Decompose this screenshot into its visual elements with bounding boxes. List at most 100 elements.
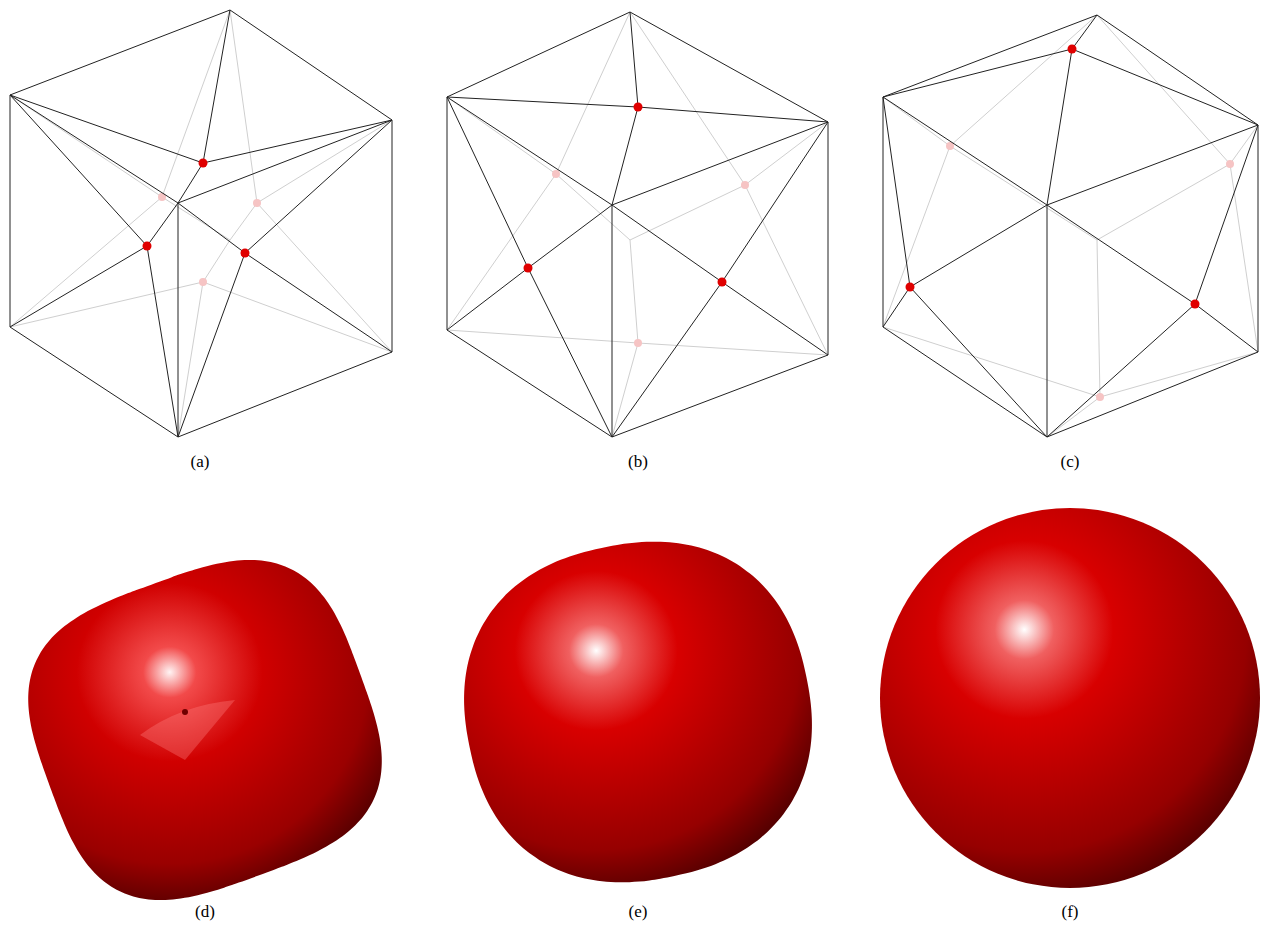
hidden-edge: [630, 12, 745, 185]
hidden-edge: [630, 240, 638, 343]
face-edge: [612, 205, 722, 282]
face-edge: [528, 205, 612, 268]
face-edge: [630, 12, 638, 107]
face-edge: [10, 95, 147, 246]
hidden-edge: [447, 174, 556, 330]
hidden-edge: [1047, 397, 1100, 437]
hidden-edge: [1097, 240, 1100, 397]
hidden-edge: [10, 95, 162, 197]
hidden-edge: [230, 203, 257, 240]
cube-edge: [178, 120, 392, 203]
face-edge: [1195, 304, 1258, 352]
hidden-edge: [745, 122, 828, 185]
face-vertex: [634, 103, 643, 112]
face-vertex: [906, 283, 915, 292]
face-edge: [1047, 205, 1195, 304]
hidden-edge: [1097, 15, 1230, 164]
cube-outline: [10, 10, 392, 437]
hidden-edge: [950, 146, 1097, 240]
panel-label: (b): [628, 452, 648, 472]
face-edge: [638, 107, 828, 122]
hidden-edge: [162, 10, 230, 197]
hidden-edge: [257, 120, 392, 203]
hidden-edge: [162, 197, 230, 240]
face-edge: [10, 246, 147, 327]
cube-edge: [883, 97, 1047, 205]
hidden-edge: [883, 146, 950, 327]
rounded-blob: [464, 542, 812, 883]
face-edge: [883, 287, 910, 327]
face-vertex: [241, 249, 250, 258]
hidden-edge: [203, 240, 230, 282]
panel-label: (c): [1061, 452, 1080, 472]
face-edge: [612, 282, 722, 437]
face-edge: [722, 122, 828, 282]
face-vertex: [718, 278, 727, 287]
hidden-edge: [178, 282, 203, 437]
face-edge: [1195, 125, 1258, 304]
panel-label: (a): [191, 452, 210, 472]
hidden-edge: [950, 15, 1097, 146]
sphere: [880, 508, 1260, 888]
face-vertex: [199, 159, 208, 168]
face-edge: [528, 268, 612, 437]
face-edge: [1072, 15, 1097, 49]
hidden-edge: [257, 203, 392, 352]
face-edge: [447, 268, 528, 330]
hidden-edge: [447, 97, 556, 174]
face-edge: [203, 10, 230, 163]
hidden-edge: [556, 12, 630, 174]
face-edge: [447, 97, 638, 107]
hidden-edge: [10, 197, 162, 327]
face-vertex: [524, 264, 533, 273]
panel-label: (f): [1062, 902, 1079, 922]
face-vertex: [1191, 300, 1200, 309]
face-vertex: [1068, 45, 1077, 54]
face-edge: [447, 97, 528, 268]
hidden-vertex: [1226, 160, 1234, 168]
face-edge: [147, 246, 178, 437]
cube-wireframe: [883, 15, 1258, 437]
cube-edge: [1047, 205, 1048, 437]
face-edge: [178, 203, 245, 253]
hidden-edge: [638, 343, 828, 355]
cube-edge: [178, 203, 179, 437]
hidden-edge: [883, 97, 950, 146]
cube-edge: [612, 205, 613, 437]
hidden-edge: [883, 327, 1100, 397]
hidden-edge: [1097, 164, 1230, 240]
panel-label: (d): [195, 902, 215, 922]
cube-edge: [10, 95, 178, 203]
face-edge: [612, 107, 638, 205]
face-edge: [1072, 49, 1258, 125]
face-edge: [910, 287, 1047, 437]
hidden-edge: [447, 330, 638, 343]
face-edge: [245, 120, 392, 253]
hidden-edge: [10, 282, 203, 327]
cube-outline: [883, 15, 1258, 437]
face-vertex: [143, 242, 152, 251]
face-edge: [1047, 304, 1195, 437]
hidden-vertex: [253, 199, 261, 207]
cube-edge: [1047, 125, 1258, 205]
hidden-vertex: [199, 278, 207, 286]
face-edge: [883, 49, 1072, 97]
cube-edge: [447, 97, 612, 205]
cube-outline: [447, 12, 828, 437]
face-edge: [722, 282, 828, 355]
face-edge: [245, 253, 392, 352]
face-edge: [178, 253, 245, 437]
hidden-edge: [745, 185, 828, 355]
face-edge: [10, 95, 203, 163]
hidden-edge: [1230, 125, 1258, 164]
hidden-edge: [556, 174, 630, 240]
hidden-vertex: [741, 181, 749, 189]
cube-wireframe: [447, 12, 828, 437]
panel-label: (e): [629, 902, 648, 922]
face-edge: [883, 97, 910, 287]
face-edge: [910, 205, 1047, 287]
hidden-vertex: [634, 339, 642, 347]
hidden-edge: [630, 185, 745, 240]
hidden-vertex: [552, 170, 560, 178]
